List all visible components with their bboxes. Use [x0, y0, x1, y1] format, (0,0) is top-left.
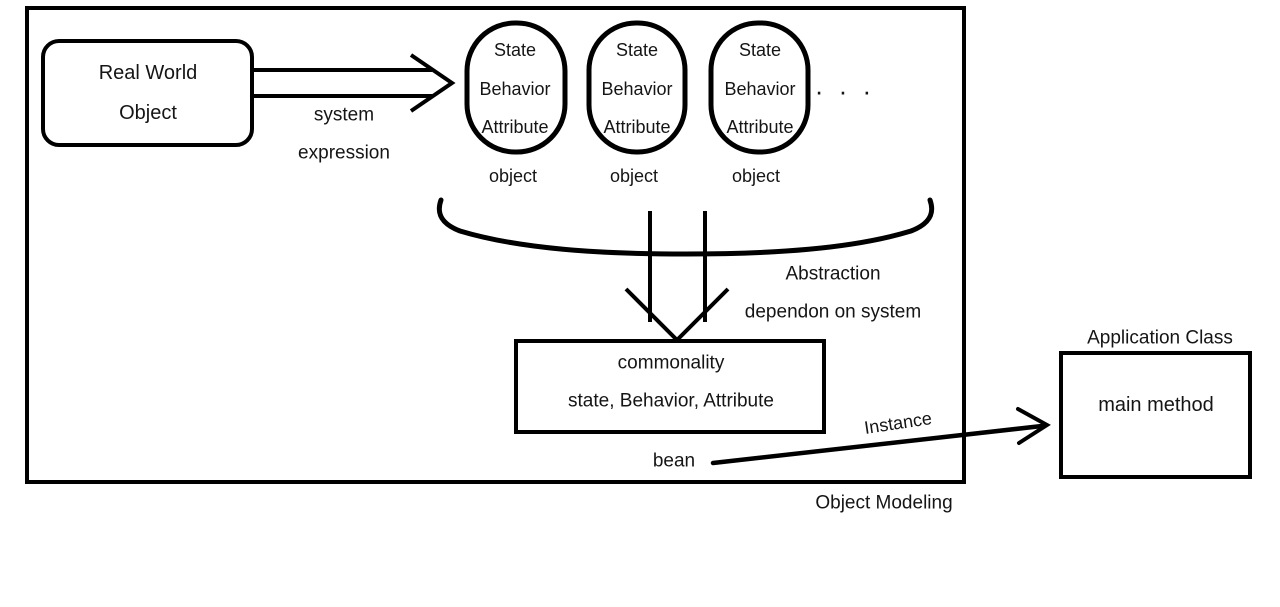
grouping-brace: [436, 197, 935, 257]
real-world-object-box: [41, 39, 254, 147]
object-1-caption: object: [488, 166, 538, 186]
abstraction-label-line1: Abstraction: [785, 263, 881, 285]
object-1-behavior: Behavior: [479, 79, 551, 99]
abstraction-label-line2: dependon on system: [744, 301, 922, 323]
object-capsule-2: [586, 20, 688, 155]
commonality-members: state, Behavior, Attribute: [568, 390, 774, 412]
object-1-attribute: Attribute: [481, 117, 549, 137]
object-2-attribute: Attribute: [603, 117, 671, 137]
object-3-state: State: [738, 40, 782, 60]
object-capsule-3: [708, 20, 811, 155]
real-world-object-line1: Real World: [98, 62, 198, 84]
application-class-box: [1059, 351, 1252, 479]
real-world-object-line2: Object: [119, 102, 177, 124]
instance-arrow: [710, 407, 1051, 466]
object-2-state: State: [615, 40, 659, 60]
commonality-title: commonality: [617, 352, 725, 374]
object-capsule-1: [464, 20, 568, 155]
object-2-behavior: Behavior: [601, 79, 673, 99]
system-expression-arrow: [253, 53, 456, 113]
main-method-label: main method: [1098, 394, 1214, 416]
system-expression-label-line2: expression: [298, 142, 390, 164]
commonality-box: [514, 339, 826, 434]
bean-caption: bean: [652, 450, 696, 472]
system-expression-label-line1: system: [313, 104, 375, 126]
object-1-state: State: [493, 40, 537, 60]
diagram-caption: Object Modeling: [815, 492, 953, 514]
application-class-title: Application Class: [1087, 327, 1233, 349]
abstraction-arrow: [624, 211, 730, 343]
object-modeling-frame: [25, 6, 966, 484]
object-2-caption: object: [609, 166, 659, 186]
more-objects-ellipsis: · · ·: [814, 76, 876, 106]
object-3-attribute: Attribute: [726, 117, 794, 137]
object-3-behavior: Behavior: [724, 79, 796, 99]
object-3-caption: object: [731, 166, 781, 186]
